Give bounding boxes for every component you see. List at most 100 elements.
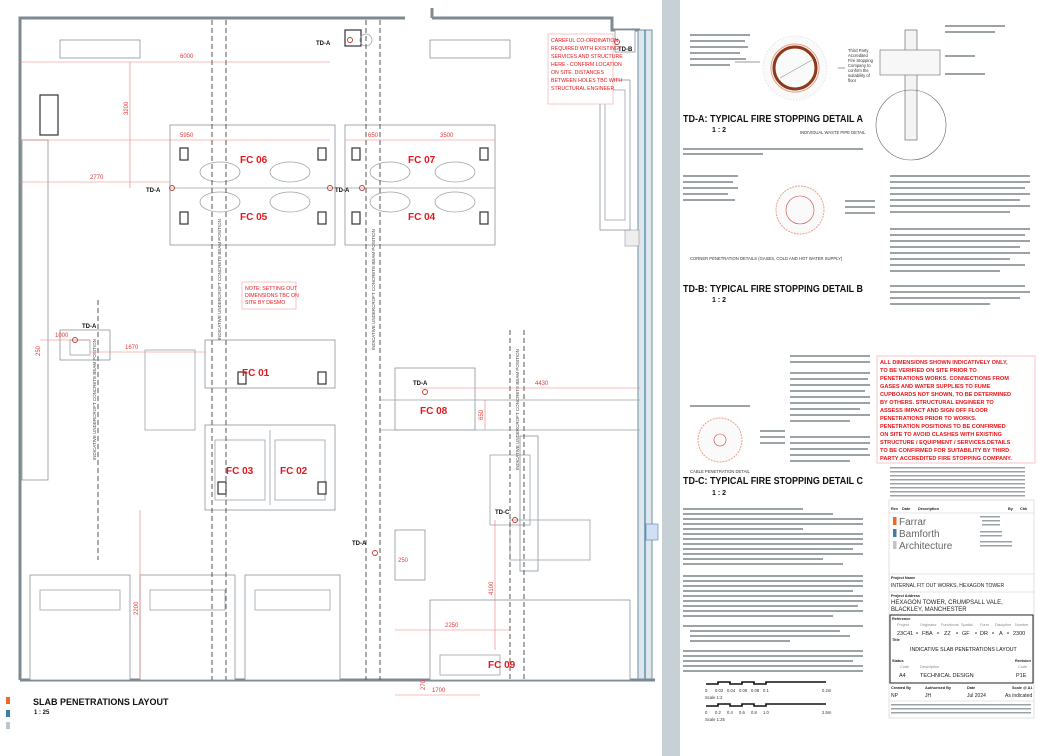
beam-label: INDICATIVE UNDERCROFT CONCRETE BEAM POSI… [371, 229, 376, 350]
svg-text:2770: 2770 [90, 175, 104, 181]
svg-text:Spatial: Spatial [961, 623, 973, 627]
svg-text:NOTE: SETTING OUT: NOTE: SETTING OUT [245, 286, 298, 292]
td-markers: TD-A TD-A TD-A TD-A TD-A TD-A TD-B TD-C [72, 37, 633, 556]
svg-text:Title: Title [892, 638, 900, 642]
svg-text:1 : 2: 1 : 2 [712, 297, 726, 304]
svg-text:suitability of: suitability of [848, 73, 871, 78]
fume-cupboard [204, 339, 336, 389]
revision: P1E [1016, 673, 1027, 679]
status-description: TECHNICAL DESIGN [920, 673, 974, 679]
svg-text:Bamforth: Bamforth [899, 529, 940, 540]
svg-text:Originator: Originator [920, 623, 937, 627]
reference-code: Project 23C41 Originator FBA Functional … [897, 623, 1029, 637]
svg-text:0.2: 0.2 [715, 710, 721, 715]
svg-text:0.02: 0.02 [715, 688, 724, 693]
svg-text:Functional: Functional [941, 623, 959, 627]
td-a-marker: TD-A [146, 188, 161, 194]
status-code: A4 [899, 673, 906, 679]
svg-text:0.04: 0.04 [727, 688, 736, 693]
warning-note: ALL DIMENSIONS SHOWN INDICATIVELY ONLY, … [880, 360, 1012, 462]
svg-text:Form: Form [980, 623, 989, 627]
floor-plan: INDICATIVE UNDERCROFT CONCRETE BEAM POSI… [18, 8, 659, 696]
detail-c-notes [683, 508, 863, 672]
svg-text:Chk: Chk [1020, 507, 1028, 511]
svg-text:Company to: Company to [848, 63, 871, 68]
svg-text:23C41: 23C41 [897, 631, 913, 637]
svg-text:CAREFUL CO-ORDINATION: CAREFUL CO-ORDINATION [551, 38, 618, 44]
svg-text:Created By: Created By [891, 686, 912, 690]
td-a-marker: TD-A [82, 324, 97, 330]
svg-text:Date: Date [967, 686, 975, 690]
svg-text:1 : 2: 1 : 2 [712, 490, 726, 497]
svg-text:Project Name: Project Name [891, 576, 915, 580]
svg-text:270: 270 [421, 679, 427, 690]
svg-text:By: By [1008, 507, 1014, 511]
detail-b-title: TD-B: TYPICAL FIRE STOPPING DETAIL B [683, 284, 863, 295]
svg-text:2300: 2300 [1013, 631, 1025, 637]
svg-text:Number: Number [1015, 623, 1029, 627]
svg-text:confirm the: confirm the [848, 68, 869, 73]
svg-text:ON SITE TO AVOID CLASHES WITH: ON SITE TO AVOID CLASHES WITH EXISTING [880, 432, 1002, 438]
svg-text:A: A [999, 631, 1003, 637]
svg-text:Project Address: Project Address [891, 594, 920, 598]
detail-a-subtitle: INDIVIDUAL WASTE PIPE DETAIL [800, 130, 866, 135]
svg-text:ASSESS IMPACT AND SIGN OFF FLO: ASSESS IMPACT AND SIGN OFF FLOOR [880, 408, 988, 414]
svg-text:Scale @ A1: Scale @ A1 [1012, 686, 1032, 690]
detail-a-title: TD-A: TYPICAL FIRE STOPPING DETAIL A [683, 114, 863, 125]
svg-text:REQUIRED WITH EXISTING: REQUIRED WITH EXISTING [551, 46, 619, 52]
svg-text:Jul 2024: Jul 2024 [967, 693, 986, 699]
svg-text:Reference: Reference [892, 617, 910, 621]
fc-04-label: FC 04 [408, 212, 436, 223]
svg-text:650: 650 [368, 133, 379, 139]
svg-text:BY OTHERS. STRUCTURAL ENGINEER: BY OTHERS. STRUCTURAL ENGINEER TO [880, 400, 994, 406]
svg-text:0.1: 0.1 [763, 688, 769, 693]
fc-08-label: FC 08 [420, 406, 448, 417]
svg-text:SITE BY DESMO: SITE BY DESMO [245, 300, 285, 306]
scale-bar-1: 0 0.02 0.04 0.06 0.08 0.1 0.2m Scale 1:2 [705, 681, 832, 700]
revision-list [890, 467, 1025, 497]
svg-text:0: 0 [705, 710, 708, 715]
svg-text:2250: 2250 [445, 623, 459, 629]
svg-text:Code: Code [1018, 665, 1027, 669]
svg-text:250: 250 [36, 345, 42, 356]
fc-09-label: FC 09 [488, 660, 516, 671]
svg-text:0.4: 0.4 [727, 710, 733, 715]
td-b-marker: TD-B [618, 47, 633, 53]
svg-text:FBA: FBA [922, 631, 933, 637]
svg-text:GF: GF [962, 631, 970, 637]
svg-text:4430: 4430 [535, 381, 549, 387]
corner-caption: CORNER PENETRATION DETAILS (GASES, COLD … [690, 256, 843, 261]
svg-text:6000: 6000 [180, 54, 194, 60]
scale-bar-2: 0 0.2 0.4 0.6 0.8 1.0 2.5m Scale 1:25 [705, 703, 832, 722]
svg-text:Fire Stopping: Fire Stopping [848, 58, 874, 63]
svg-text:STRUCTURE / EQUIPMENT / SERVIC: STRUCTURE / EQUIPMENT / SERVICES.DETAILS [880, 440, 1011, 446]
fume-cupboard-island [344, 124, 496, 246]
svg-text:DR: DR [980, 631, 988, 637]
project-address: HEXAGON TOWER, CRUMPSALL VALE, BLACKLEY,… [891, 600, 1003, 613]
svg-text:HERE - CONFIRM LOCATION: HERE - CONFIRM LOCATION [551, 62, 622, 68]
plan-scale: 1 : 25 [34, 710, 50, 716]
svg-text:0.06: 0.06 [739, 688, 748, 693]
svg-text:0.08: 0.08 [751, 688, 760, 693]
svg-text:Description: Description [918, 507, 940, 511]
fc-06-label: FC 06 [240, 155, 268, 166]
svg-text:TO BE VERIFIED ON SITE PRIOR T: TO BE VERIFIED ON SITE PRIOR TO [880, 368, 977, 374]
sheet-divider [662, 0, 680, 756]
svg-text:Revision: Revision [1015, 659, 1032, 663]
coordination-note: CAREFUL CO-ORDINATION REQUIRED WITH EXIS… [551, 38, 623, 92]
svg-text:2.5m: 2.5m [822, 710, 832, 715]
svg-text:1670: 1670 [125, 345, 139, 351]
svg-text:3200: 3200 [124, 101, 130, 115]
svg-text:GASES AND WATER SUPPLIES TO FU: GASES AND WATER SUPPLIES TO FUME [880, 384, 990, 390]
svg-text:0: 0 [705, 688, 708, 693]
svg-text:5950: 5950 [180, 133, 194, 139]
fc-05-label: FC 05 [240, 212, 268, 223]
legend-blue [6, 710, 10, 717]
dimensions: 6000 3200 5950 650 3500 2770 1000 250 16… [20, 54, 640, 696]
svg-text:NP: NP [891, 693, 899, 699]
title-block: Rev Date Description By Chk Farrar Bamfo… [888, 499, 1035, 719]
project-name: INTERNAL FIT OUT WORKS, HEXAGON TOWER [891, 583, 1004, 589]
beam-label: INDICATIVE UNDERCROFT CONCRETE BEAM POSI… [92, 339, 97, 460]
svg-text:TO BE CONFIRMED FOR SUITABILIT: TO BE CONFIRMED FOR SUITABILITY BY THIRD [880, 448, 1009, 454]
